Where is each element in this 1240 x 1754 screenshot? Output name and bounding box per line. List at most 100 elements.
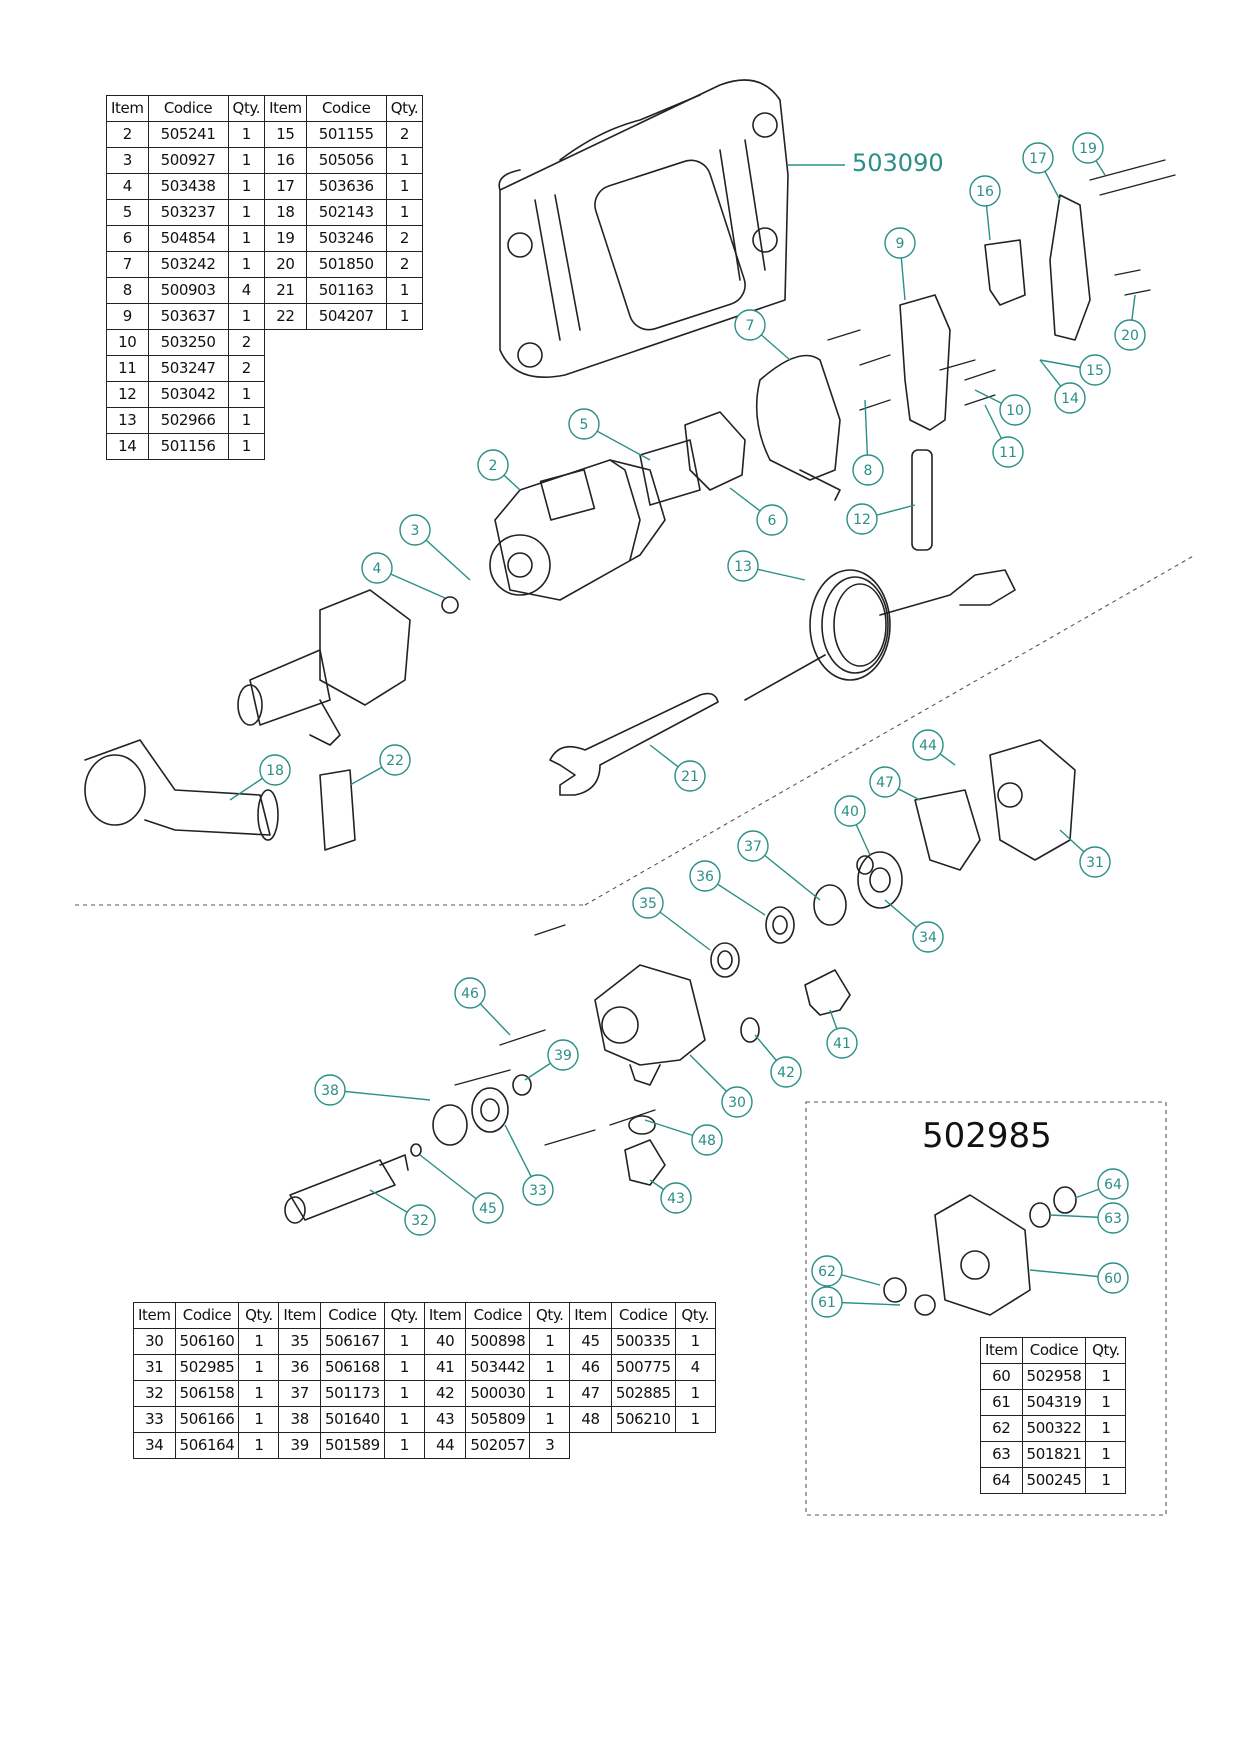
callout-number: 12: [853, 512, 871, 528]
item-number: 16: [264, 147, 307, 174]
gearbox-assembly-drawing: [237, 589, 459, 746]
item-number: 15: [264, 121, 307, 148]
callout-number: 61: [818, 1295, 836, 1311]
callout-number: 13: [734, 559, 752, 575]
callout-number: 18: [266, 763, 284, 779]
callout-circle: [834, 795, 866, 827]
callout-circle: [1097, 1168, 1129, 1200]
item-number: 32: [133, 1380, 176, 1407]
callout-circle: [884, 227, 916, 259]
callout-number: 2: [489, 458, 498, 474]
callout-number: 21: [681, 769, 699, 785]
spindle-drawing: [284, 1154, 409, 1224]
callout-number: 63: [1104, 1211, 1122, 1227]
quantity: 1: [529, 1406, 571, 1433]
empty-cell: [306, 330, 386, 356]
callout-4: 4: [361, 552, 393, 584]
part-code: 506166: [174, 1406, 240, 1433]
column-header: Qty.: [227, 95, 266, 122]
callout-number: 47: [876, 775, 894, 791]
quantity: 1: [385, 199, 424, 226]
column-header: Item: [278, 1302, 321, 1329]
column-header: Qty.: [1085, 1337, 1127, 1364]
item-number: 17: [264, 173, 307, 200]
quantity: 1: [383, 1380, 425, 1407]
callout-circle: [691, 1124, 723, 1156]
empty-cell: [570, 1433, 612, 1459]
callout-circle: [1114, 319, 1146, 351]
callout-11: 11: [992, 436, 1024, 468]
item-number: 45: [569, 1328, 612, 1355]
callout-14: 14: [1054, 382, 1086, 414]
callout-circle: [1097, 1202, 1129, 1234]
item-number: 48: [569, 1406, 612, 1433]
part-code: 503637: [147, 303, 229, 330]
part-code: 503247: [147, 355, 229, 382]
callout-number: 44: [919, 738, 937, 754]
item-number: 47: [569, 1380, 612, 1407]
quantity: 2: [385, 121, 424, 148]
callout-circle: [1079, 846, 1111, 878]
part-code: 506160: [174, 1328, 240, 1355]
callout-circle: [547, 1039, 579, 1071]
part-code: 503442: [465, 1354, 531, 1381]
item-number: 34: [133, 1432, 176, 1459]
callout-number: 62: [818, 1264, 836, 1280]
callout-10: 10: [999, 394, 1031, 426]
item-number: 8: [106, 277, 149, 304]
item-number: 12: [106, 381, 149, 408]
item-number: 20: [264, 251, 307, 278]
callout-circle: [912, 921, 944, 953]
item-number: 63: [980, 1441, 1023, 1468]
gear-drawing: [857, 851, 903, 909]
column-header: Qty.: [238, 1302, 280, 1329]
subassembly-code-label: 502985: [922, 1116, 1052, 1156]
case-code-label: 503090: [852, 149, 944, 177]
part-code: 500927: [147, 147, 229, 174]
quantity: 1: [227, 303, 266, 330]
part-code: 501173: [319, 1380, 385, 1407]
part-code: 504319: [1021, 1389, 1087, 1416]
item-number: 40: [423, 1328, 467, 1355]
empty-cell: [265, 356, 307, 382]
quantity: 1: [385, 147, 424, 174]
callout-circle: [1054, 382, 1086, 414]
callout-46: 46: [454, 977, 486, 1009]
callout-number: 33: [529, 1183, 547, 1199]
part-code: 502057: [465, 1432, 531, 1459]
part-code: 502966: [147, 407, 229, 434]
part-code: 503246: [305, 225, 387, 252]
callout-number: 16: [976, 184, 994, 200]
empty-cell: [306, 434, 386, 460]
part-code: 500335: [610, 1328, 676, 1355]
item-number: 18: [264, 199, 307, 226]
part-code: 506164: [174, 1432, 240, 1459]
callout-number: 30: [728, 1095, 746, 1111]
quantity: 1: [674, 1380, 716, 1407]
item-number: 5: [106, 199, 149, 226]
callout-circle: [568, 408, 600, 440]
part-code: 503438: [147, 173, 229, 200]
column-header: Codice: [174, 1302, 240, 1329]
part-code: 504854: [147, 225, 229, 252]
quantity: 4: [674, 1354, 716, 1381]
callout-number: 19: [1079, 141, 1097, 157]
adapter-drawing: [319, 769, 356, 851]
callout-number: 43: [667, 1191, 685, 1207]
handle-cover-drawing: [1049, 194, 1091, 341]
callout-38: 38: [314, 1074, 346, 1106]
quantity: 1: [1085, 1467, 1127, 1494]
column-header: Item: [980, 1337, 1023, 1364]
quantity: 1: [227, 381, 266, 408]
column-header: Codice: [305, 95, 387, 122]
quantity: 1: [674, 1406, 716, 1433]
callout-circle: [379, 744, 411, 776]
callout-44: 44: [912, 729, 944, 761]
callout-circle: [811, 1286, 843, 1318]
item-number: 60: [980, 1363, 1023, 1390]
item-number: 33: [133, 1406, 176, 1433]
separator-diagonal: [584, 554, 1196, 906]
